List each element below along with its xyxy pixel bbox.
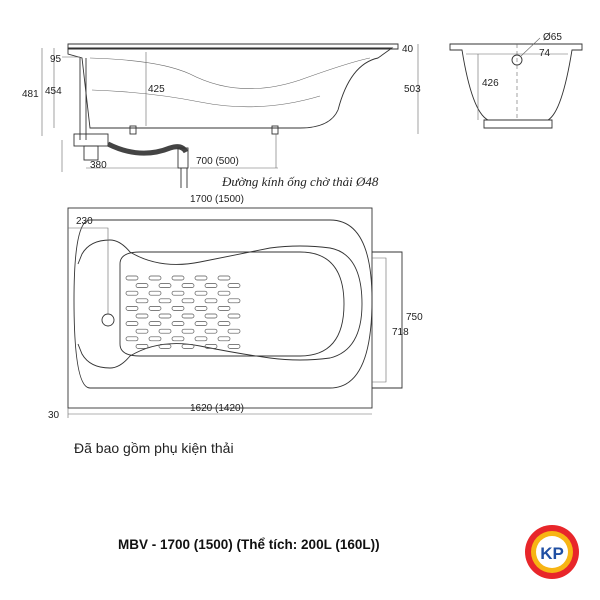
anti-slip-pattern (125, 275, 241, 349)
dim-425: 425 (148, 84, 165, 95)
slot-mark (181, 328, 195, 334)
slot-mark (227, 328, 241, 334)
slot-mark (194, 336, 208, 342)
slot-mark (125, 321, 139, 326)
slot-mark (204, 313, 218, 319)
slot-mark (158, 283, 172, 288)
slot-mark (227, 344, 241, 349)
slot-mark (181, 344, 195, 349)
slot-mark (194, 306, 208, 311)
slot-mark (148, 336, 162, 342)
slot-mark (194, 275, 208, 281)
drain-offset-label: 700 (500) (196, 156, 239, 167)
dim-454: 454 (45, 86, 62, 97)
slot-mark (217, 321, 231, 326)
slot-mark (217, 306, 231, 311)
product-title: MBV - 1700 (1500) (Thể tích: 200L (160L)… (118, 537, 380, 552)
dim-750: 750 (406, 312, 423, 323)
accessory-note: Đã bao gồm phụ kiện thải (74, 440, 234, 456)
slot-mark (135, 344, 149, 349)
dim-30: 30 (48, 410, 60, 421)
kp-logo: KP (525, 525, 579, 579)
dim-230: 230 (76, 216, 93, 227)
slot-mark (158, 328, 172, 334)
slot-mark (171, 336, 185, 342)
slot-mark (204, 328, 218, 334)
slot-mark (125, 306, 139, 311)
slot-mark (217, 290, 231, 296)
slot-mark (227, 298, 241, 304)
slot-mark (135, 313, 149, 319)
slot-mark (181, 313, 195, 319)
slot-mark (204, 344, 218, 349)
slot-mark (181, 283, 195, 288)
dim-length-outer: 1700 (1500) (190, 194, 244, 205)
dim-95: 95 (50, 54, 62, 65)
dim-length-inner: 1620 (1420) (190, 403, 244, 414)
slot-mark (227, 313, 241, 319)
dim-diameter-65: Ø65 (543, 32, 562, 43)
plan-view: 1700 (1500) 230 750 718 30 1620 (1420) (48, 194, 423, 421)
logo-text: KP (540, 544, 564, 563)
side-view: 95 481 454 425 380 40 503 700 (500) Đườn… (22, 43, 421, 189)
pipe-diameter-note: Đường kính ống chờ thải Ø48 (221, 174, 379, 189)
slot-mark (148, 290, 162, 296)
slot-mark (194, 321, 208, 326)
slot-mark (227, 283, 241, 288)
slot-mark (135, 283, 149, 288)
slot-mark (125, 290, 139, 296)
dim-481: 481 (22, 89, 39, 100)
slot-mark (181, 298, 195, 304)
slot-mark (148, 306, 162, 311)
slot-mark (204, 283, 218, 288)
slot-mark (217, 275, 231, 281)
dim-426: 426 (482, 78, 499, 89)
slot-mark (135, 298, 149, 304)
slot-mark (125, 336, 139, 342)
slot-mark (194, 290, 208, 296)
dim-380: 380 (90, 160, 107, 171)
slot-mark (171, 275, 185, 281)
dim-74: 74 (539, 48, 551, 59)
slot-mark (158, 313, 172, 319)
dim-718: 718 (392, 327, 409, 338)
dim-503: 503 (404, 84, 421, 95)
dim-40: 40 (402, 44, 414, 55)
slot-mark (158, 298, 172, 304)
slot-mark (204, 298, 218, 304)
slot-mark (125, 275, 139, 281)
slot-mark (171, 306, 185, 311)
logo-inner-disc (536, 536, 568, 568)
slot-mark (158, 344, 172, 349)
end-view: Ø65 74 426 (449, 32, 583, 129)
slot-mark (148, 275, 162, 281)
slot-mark (135, 328, 149, 334)
slot-mark (171, 321, 185, 326)
slot-mark (148, 321, 162, 326)
slot-mark (217, 336, 231, 342)
slot-mark (171, 290, 185, 296)
